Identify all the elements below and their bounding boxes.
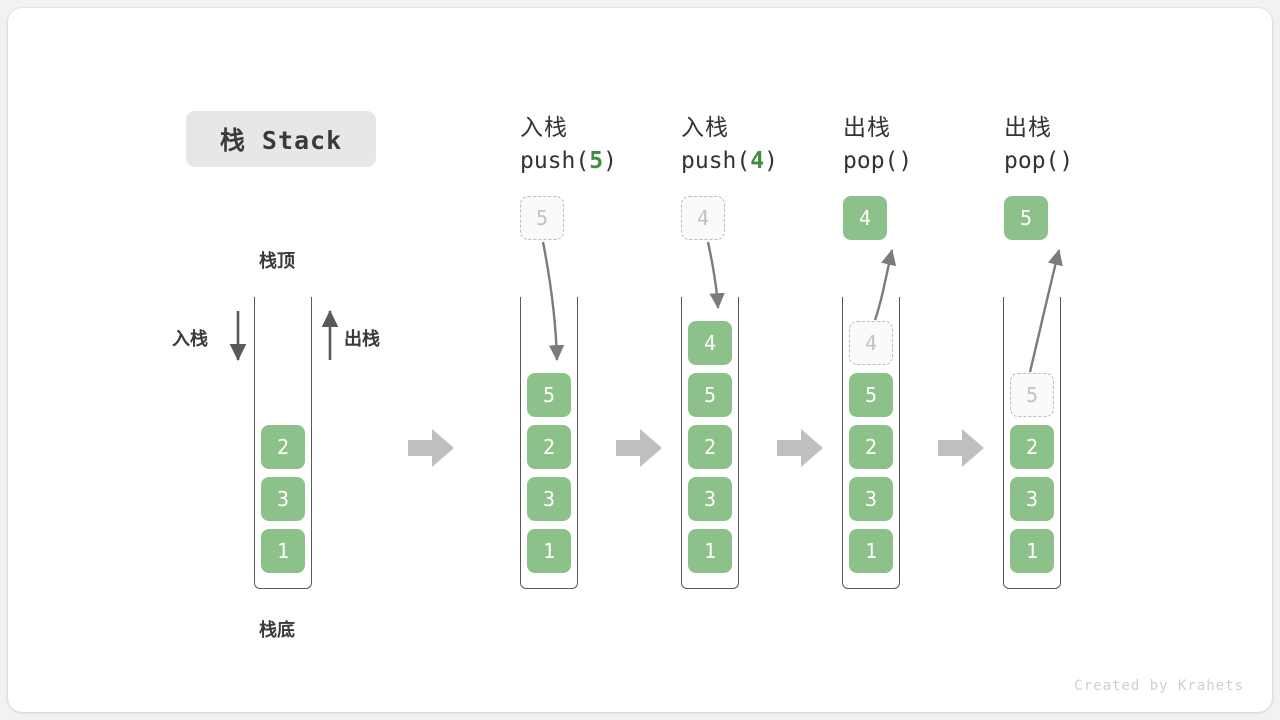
stack-container-push-5 <box>520 297 578 589</box>
transition-arrow <box>616 429 662 467</box>
stack-item: 5 <box>688 373 732 417</box>
stack-item: 2 <box>261 425 305 469</box>
column-header-op: pop() <box>1004 144 1184 178</box>
transition-arrow <box>777 429 823 467</box>
op-prefix: pop( <box>843 148 899 174</box>
op-suffix: ) <box>603 148 617 174</box>
column-header-cn: 入栈 <box>520 115 568 141</box>
stack-item: 3 <box>527 477 571 521</box>
title-badge: 栈 Stack <box>186 111 376 167</box>
stack-item: 5 <box>849 373 893 417</box>
column-header-op: push(5) <box>520 144 700 178</box>
column-header-cn: 入栈 <box>681 115 729 141</box>
stack-item: 1 <box>527 529 571 573</box>
stack-bottom-label: 栈底 <box>259 620 295 641</box>
column-header-push-4: 入栈 push(4) <box>681 112 861 178</box>
stack-container-pop-1 <box>842 297 900 589</box>
stack-container-initial <box>254 297 312 589</box>
stack-container-push-4 <box>681 297 739 589</box>
stack-item: 4 <box>688 321 732 365</box>
vacated-ghost-box: 4 <box>849 321 893 365</box>
stack-top-label: 栈顶 <box>259 251 295 272</box>
op-prefix: push( <box>520 148 590 174</box>
stack-item: 2 <box>849 425 893 469</box>
column-header-pop-1: 出栈 pop() <box>843 112 1023 178</box>
op-suffix: ) <box>1059 148 1074 174</box>
figure-card: 栈 Stack 入栈 push(5) 入栈 push(4) 出栈 pop() 出… <box>8 8 1272 712</box>
popped-box: 5 <box>1004 196 1048 240</box>
pop-direction-label: 出栈 <box>344 329 380 350</box>
transition-arrow <box>408 429 454 467</box>
column-header-push-5: 入栈 push(5) <box>520 112 700 178</box>
stack-item: 2 <box>527 425 571 469</box>
popped-box: 4 <box>843 196 887 240</box>
credit-footer: Created by Krahets <box>1074 678 1244 694</box>
op-prefix: push( <box>681 148 751 174</box>
column-header-cn: 出栈 <box>843 115 891 141</box>
stack-item: 1 <box>688 529 732 573</box>
stack-item: 3 <box>261 477 305 521</box>
op-arg: 4 <box>750 148 765 174</box>
incoming-ghost-box: 5 <box>520 196 564 240</box>
stack-container-pop-2 <box>1003 297 1061 589</box>
transition-arrow <box>938 429 984 467</box>
stack-item: 1 <box>261 529 305 573</box>
column-header-op: push(4) <box>681 144 861 178</box>
column-header-op: pop() <box>843 144 1023 178</box>
diagram-stage: 栈 Stack 入栈 push(5) 入栈 push(4) 出栈 pop() 出… <box>8 8 1272 712</box>
stack-item: 2 <box>688 425 732 469</box>
op-prefix: pop( <box>1004 148 1060 174</box>
op-arg: 5 <box>589 148 604 174</box>
column-header-cn: 出栈 <box>1004 115 1052 141</box>
stack-item: 3 <box>1010 477 1054 521</box>
stack-item: 2 <box>1010 425 1054 469</box>
stack-item: 3 <box>849 477 893 521</box>
incoming-ghost-box: 4 <box>681 196 725 240</box>
vacated-ghost-box: 5 <box>1010 373 1054 417</box>
push-direction-label: 入栈 <box>172 329 208 350</box>
stack-item: 1 <box>849 529 893 573</box>
stack-item: 1 <box>1010 529 1054 573</box>
stack-item: 5 <box>527 373 571 417</box>
column-header-pop-2: 出栈 pop() <box>1004 112 1184 178</box>
op-suffix: ) <box>764 148 778 174</box>
op-suffix: ) <box>898 148 913 174</box>
stack-item: 3 <box>688 477 732 521</box>
